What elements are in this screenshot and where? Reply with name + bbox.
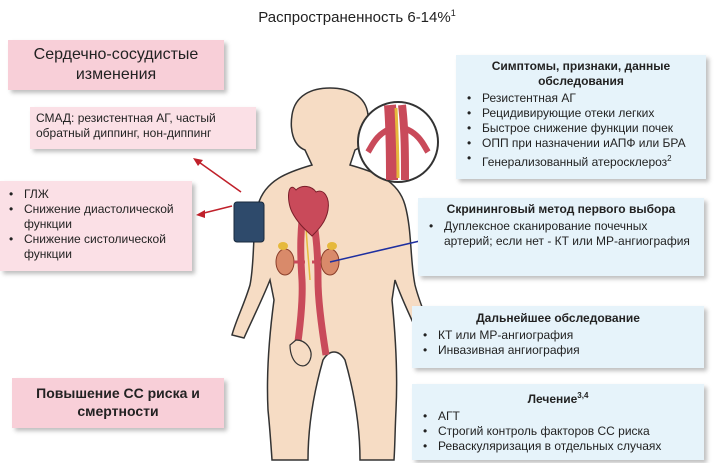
- risk-text: Повышение СС риска и смертности: [36, 385, 200, 419]
- heart-icon: [288, 185, 329, 237]
- list-item: Дуплексное сканирование почечных артерий…: [424, 219, 698, 249]
- list-item: КТ или МР-ангиография: [418, 328, 698, 343]
- treatment-list: АГТ Строгий контроль факторов СС риска Р…: [418, 409, 698, 454]
- arrow-to-smad: [195, 159, 242, 193]
- left-adrenal-icon: [278, 242, 288, 250]
- smad-text: СМАД: резистентная АГ, частый обратный д…: [36, 111, 216, 140]
- list-item: Строгий контроль факторов СС риска: [418, 424, 698, 439]
- artery-magnifier: [357, 101, 439, 183]
- further-exam-heading: Дальнейшее обследование: [476, 311, 640, 325]
- right-adrenal-icon: [327, 242, 337, 250]
- list-item: Снижение систолической функции: [4, 232, 188, 262]
- list-item: Резистентная АГ: [462, 91, 700, 106]
- list-item: Реваскуляризация в отдельных случаях: [418, 439, 698, 454]
- genital-outline: [289, 339, 312, 367]
- further-exam-list: КТ или МР-ангиография Инвазивная ангиогр…: [418, 328, 698, 358]
- lv-list: ГЛЖ Снижение диастолической функции Сниж…: [4, 187, 188, 262]
- treatment-box: Лечение3,4 АГТ Строгий контроль факторов…: [412, 384, 704, 460]
- screening-heading: Скрининговый метод первого выбора: [446, 202, 676, 216]
- left-kidney-icon: [275, 248, 295, 276]
- arrow-to-lv: [199, 205, 233, 215]
- screening-list: Дуплексное сканирование почечных артерий…: [424, 219, 698, 249]
- list-item: Снижение диастолической функции: [4, 202, 188, 232]
- list-item: Инвазивная ангиография: [418, 343, 698, 358]
- list-item: Рецидивирующие отеки легких: [462, 106, 700, 121]
- smad-box: СМАД: резистентная АГ, частый обратный д…: [30, 107, 256, 149]
- arrow-head-smad: [193, 158, 203, 166]
- page-title: Распространенность 6-14%1: [258, 8, 456, 26]
- treatment-heading: Лечение3,4: [527, 391, 589, 406]
- screening-box: Скрининговый метод первого выбора Дуплек…: [418, 198, 704, 276]
- list-item: АГТ: [418, 409, 698, 424]
- arrow-head-lv: [196, 210, 205, 218]
- symptoms-list: Резистентная АГ Рецидивирующие отеки лег…: [462, 91, 700, 170]
- bp-cuff-icon: [233, 201, 265, 243]
- risk-box: Повышение СС риска и смертности: [12, 378, 224, 428]
- list-item: ОПП при назначении иАПФ или БРА: [462, 136, 700, 151]
- arrow-to-screening: [329, 239, 425, 263]
- symptoms-box: Симптомы, признаки, данные обследования …: [456, 55, 706, 179]
- list-item: Быстрое снижение функции почек: [462, 121, 700, 136]
- list-item: Генерализованный атеросклероз2: [462, 151, 700, 170]
- lv-box: ГЛЖ Снижение диастолической функции Сниж…: [0, 181, 192, 271]
- symptoms-heading: Симптомы, признаки, данные обследования: [491, 59, 671, 88]
- further-exam-box: Дальнейшее обследование КТ или МР-ангиог…: [412, 306, 704, 368]
- list-item: ГЛЖ: [4, 187, 188, 202]
- cardio-changes-heading: Сердечно-сосудистые изменения: [33, 46, 199, 83]
- cardio-changes-box: Сердечно-сосудистые изменения: [8, 40, 224, 90]
